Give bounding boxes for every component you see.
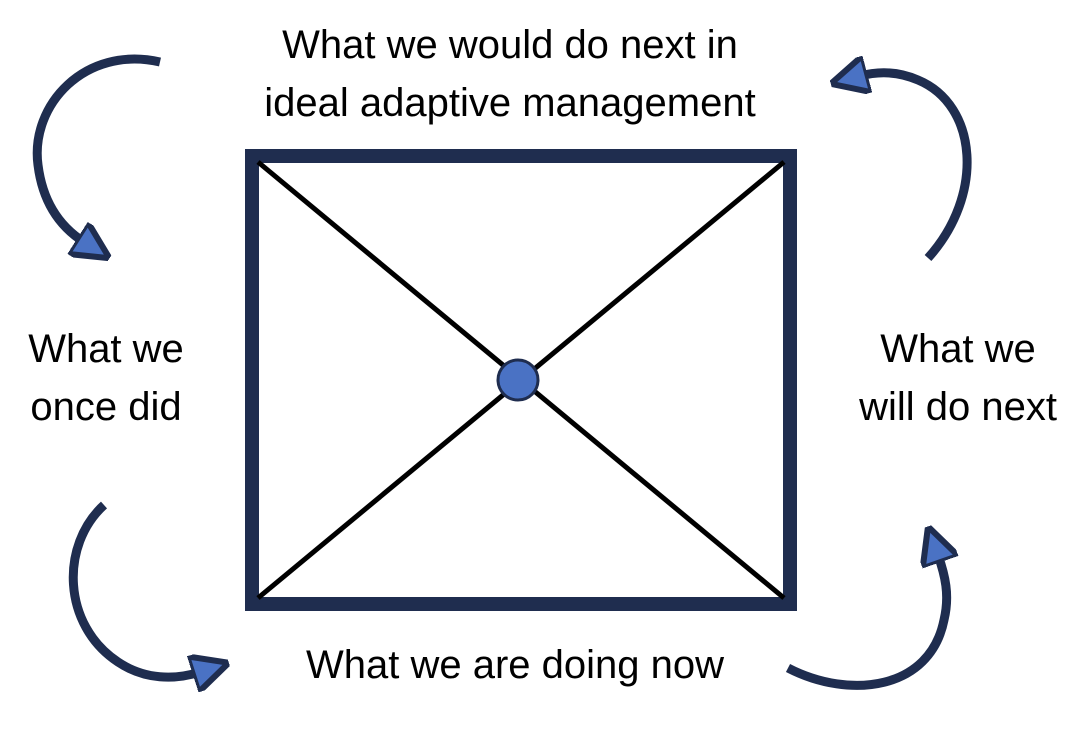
label-past-action-line-1: What we [28,327,184,371]
label-next-action: What we will do next [840,320,1076,436]
label-ideal-next-step-line-2: ideal adaptive management [264,81,756,125]
label-current-action-line-1: What we are doing now [305,643,724,687]
label-ideal-next-step: What we would do next in ideal adaptive … [200,16,820,132]
label-ideal-next-step-line-1: What we would do next in [282,23,738,67]
curved-arrow-bottom-right-icon [785,555,947,690]
center-dot [496,358,540,402]
label-past-action: What we once did [0,320,212,436]
label-past-action-line-2: once did [30,385,182,429]
square-frame [245,149,797,611]
curved-arrow-top-left-icon [32,54,161,242]
label-next-action-line-2: will do next [859,385,1057,429]
curved-arrow-top-right-icon [860,73,972,262]
label-current-action: What we are doing now [250,636,780,694]
label-next-action-line-1: What we [880,327,1036,371]
curved-arrow-bottom-left-icon [68,501,200,677]
